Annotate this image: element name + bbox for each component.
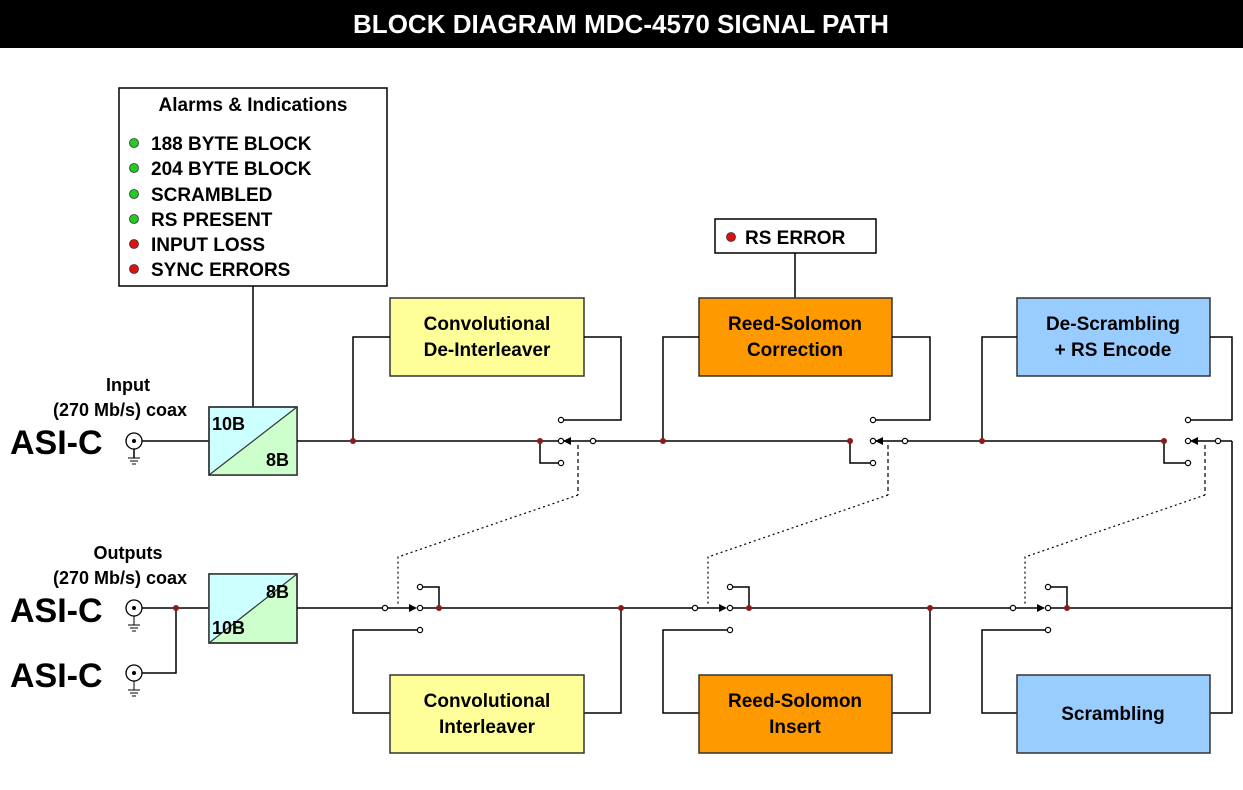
block-line: Reed-Solomon: [728, 314, 862, 335]
send-wire: [981, 629, 1045, 714]
rs-error-label: RS ERROR: [745, 228, 846, 249]
alarm-item: 188 BYTE BLOCK: [129, 134, 312, 155]
gang-link: [1024, 494, 1206, 605]
block-convolutional-deinterleaver: Convolutional De-Interleaver: [389, 297, 585, 377]
alarm-label: SYNC ERRORS: [151, 260, 290, 281]
switch-top-3: [1161, 416, 1222, 467]
block-reed-solomon-correction: Reed-Solomon Correction: [698, 297, 893, 377]
junction-dot: [173, 605, 179, 611]
converter-top-label: 10B: [212, 414, 245, 434]
block-line: + RS Encode: [1055, 340, 1172, 361]
alarm-label: 204 BYTE BLOCK: [151, 159, 312, 180]
block-line: Correction: [747, 340, 843, 361]
input-label: Input: [106, 375, 150, 395]
led-indicator: [129, 163, 139, 173]
led-indicator: [129, 214, 139, 224]
block-line: De-Scrambling: [1046, 314, 1180, 335]
gang-link: [397, 494, 579, 605]
input-connector-label: ASI-C: [10, 424, 103, 462]
block-descrambling-rs-encode: De-Scrambling + RS Encode: [1016, 297, 1211, 377]
block-line: Convolutional: [424, 314, 551, 335]
input-converter: 10B 8B: [208, 406, 298, 476]
alarm-label: 188 BYTE BLOCK: [151, 134, 312, 155]
output-coax-icon: [125, 664, 143, 697]
junction-dot: [618, 605, 624, 611]
switch-bottom-3: [1009, 583, 1070, 634]
block-line: Convolutional: [424, 691, 551, 712]
output-split-wire: [142, 608, 177, 674]
alarms-heading: Alarms & Indications: [159, 95, 348, 116]
led-indicator: [726, 232, 736, 242]
led-indicator: [129, 264, 139, 274]
block-scrambling: Scrambling: [1016, 674, 1211, 754]
output-connector-label: ASI-C: [10, 592, 103, 630]
led-indicator: [129, 189, 139, 199]
switch-bottom-1: [381, 583, 442, 634]
alarm-item: 204 BYTE BLOCK: [129, 159, 312, 180]
return-wire: [892, 608, 931, 714]
alarm-item: INPUT LOSS: [129, 235, 265, 256]
block-line: Reed-Solomon: [728, 691, 862, 712]
title-bar: [0, 0, 1243, 48]
return-wire: [562, 336, 622, 421]
bypass-wire: [981, 336, 1017, 441]
input-rate-label: (270 Mb/s) coax: [53, 400, 187, 420]
alarm-label: INPUT LOSS: [151, 235, 265, 256]
block-line: Insert: [769, 717, 821, 738]
junction-dot: [927, 605, 933, 611]
alarm-item: RS PRESENT: [129, 210, 273, 231]
send-wire: [662, 629, 727, 714]
return-wire: [1210, 608, 1233, 714]
converter-top-label: 8B: [266, 582, 289, 602]
converter-bottom-label: 10B: [212, 618, 245, 638]
junction-dot: [979, 438, 985, 444]
return-wire: [873, 336, 931, 421]
output-connector-label: ASI-C: [10, 657, 103, 695]
gang-link: [707, 494, 889, 605]
switch-top-1: [537, 416, 597, 467]
alarm-label: RS PRESENT: [151, 210, 273, 231]
block-line: De-Interleaver: [424, 340, 551, 361]
block-convolutional-interleaver: Convolutional Interleaver: [389, 674, 585, 754]
switch-top-2: [847, 416, 909, 467]
outputs-label: Outputs: [94, 543, 163, 563]
rs-error-indicator: RS ERROR: [714, 218, 877, 254]
converter-bottom-label: 8B: [266, 450, 289, 470]
return-wire: [1188, 336, 1233, 421]
block-line: Interleaver: [439, 717, 536, 738]
junction-dot: [350, 438, 356, 444]
led-indicator: [129, 138, 139, 148]
led-indicator: [129, 239, 139, 249]
outputs-rate-label: (270 Mb/s) coax: [53, 568, 187, 588]
junction-dot: [660, 438, 666, 444]
output-converter: 8B 10B: [208, 573, 298, 644]
bypass-wire: [352, 336, 390, 441]
diagram-title: BLOCK DIAGRAM MDC-4570 SIGNAL PATH: [353, 9, 889, 39]
alarms-panel: Alarms & Indications 188 BYTE BLOCK 204 …: [118, 87, 388, 287]
send-wire: [352, 629, 417, 714]
alarm-item: SCRAMBLED: [129, 185, 272, 206]
block-reed-solomon-insert: Reed-Solomon Insert: [698, 674, 893, 754]
block-line: Scrambling: [1061, 704, 1164, 725]
switch-bottom-2: [691, 583, 752, 634]
return-wire: [584, 608, 622, 714]
bypass-wire: [662, 336, 699, 441]
output-coax-icon: [125, 599, 143, 632]
alarm-label: SCRAMBLED: [151, 185, 272, 206]
input-coax-icon: [125, 432, 143, 465]
alarm-item: SYNC ERRORS: [129, 260, 290, 281]
